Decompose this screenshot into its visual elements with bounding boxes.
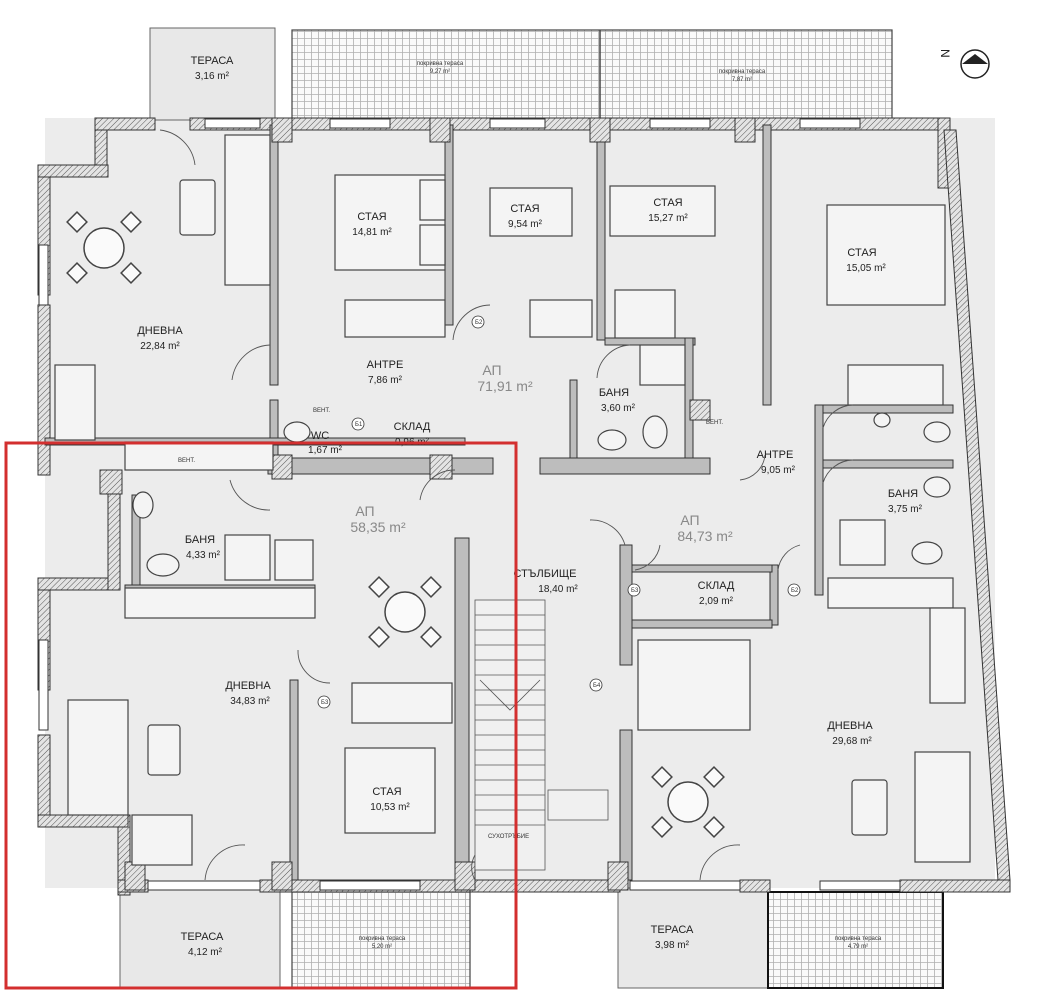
room-name-r-bath: БАНЯ	[888, 488, 918, 500]
ap-right-area: 84,73 m²	[677, 528, 733, 544]
ap-top-area: 71,91 m²	[477, 378, 533, 394]
pillars	[99, 117, 756, 891]
room-area-r-hall: 9,05 m²	[761, 465, 796, 476]
vent-note-3: ВЕНТ.	[706, 420, 723, 426]
room-area-l-room: 10,53 m²	[370, 802, 410, 813]
room-name-tl-living: ДНЕВНА	[137, 325, 183, 337]
planter-top2-name: покривна тераса	[719, 69, 766, 75]
room-name-l-bath: БАНЯ	[185, 534, 215, 546]
room-name-bl-terrace: ТЕРАСА	[181, 931, 224, 943]
room-name-top-wc: WC	[311, 430, 329, 442]
room-name-l-room: СТАЯ	[372, 786, 401, 798]
room-area-r-living: 29,68 m²	[832, 736, 872, 747]
door-tags	[317, 315, 801, 709]
room-name-tl-hall: АНТРЕ	[367, 359, 404, 371]
room-name-top-bath: БАНЯ	[599, 387, 629, 399]
room-area-l-living: 34,83 m²	[230, 696, 270, 707]
door-tag-5: Б2	[791, 588, 799, 594]
vent-note-1: ВЕНТ.	[178, 458, 195, 464]
room-area-r-storage: 2,09 m²	[699, 596, 734, 607]
planter-top1-area: 9,27 m²	[430, 69, 450, 75]
roof-terraces	[291, 29, 944, 989]
ap-left-name: АП	[355, 503, 374, 519]
room-name-r1: СТАЯ	[357, 211, 386, 223]
vent-note-2: ВЕНТ.	[313, 408, 330, 414]
room-name-top-storage: СКЛАД	[394, 421, 431, 433]
inner-walls	[44, 124, 954, 884]
room-area-r-bath: 3,75 m²	[888, 504, 923, 515]
planter-bot2-area: 4,79 m²	[848, 944, 868, 950]
planter-top2-area: 7,87 m²	[732, 77, 752, 83]
door-tag-1: Б1	[355, 422, 363, 428]
room-area-tl-hall: 7,86 m²	[368, 375, 403, 386]
planter-bot1-name: покривна тераса	[359, 936, 406, 942]
room-area-br-terrace: 3,98 m²	[655, 940, 690, 951]
room-area-tl-living: 22,84 m²	[140, 341, 180, 352]
ap-top-name: АП	[482, 362, 501, 378]
room-area-top-wc: 1,67 m²	[308, 445, 343, 456]
room-area-stairs: 18,40 m²	[538, 584, 578, 595]
room-name-l-living: ДНЕВНА	[225, 680, 271, 692]
door-tag-2: Б2	[475, 320, 483, 326]
room-name-stairs: СТЪЛБИЩЕ	[514, 568, 577, 580]
ap-left-area: 58,35 m²	[350, 519, 406, 535]
ap-right-name: АП	[680, 512, 699, 528]
windows	[38, 118, 901, 891]
notes: ВЕНТ. ВЕНТ. ВЕНТ. СУХОТРЪБИЕ	[178, 408, 723, 840]
room-area-r3: 15,27 m²	[648, 213, 688, 224]
room-name-r-storage: СКЛАД	[698, 580, 735, 592]
room-area-r4: 15,05 m²	[846, 263, 886, 274]
room-area-r2: 9,54 m²	[508, 219, 543, 230]
compass-north-icon: N	[938, 49, 952, 58]
door-tag-labels: Б1 Б2 Б3 Б4 Б2 Б3	[321, 320, 799, 706]
door-swings	[159, 129, 854, 881]
furniture	[54, 134, 971, 866]
room-name-r-living: ДНЕВНА	[827, 720, 873, 732]
door-tag-3: Б3	[631, 588, 639, 594]
room-area-tl-terrace: 3,16 m²	[195, 71, 230, 82]
highlight-frame	[4, 441, 518, 990]
room-area-l-bath: 4,33 m²	[186, 550, 221, 561]
door-tag-4: Б4	[593, 683, 601, 689]
planter-labels: покривна тераса 9,27 m² покривна тераса …	[359, 61, 882, 950]
room-name-tl-terrace: ТЕРАСА	[191, 55, 234, 67]
planter-top1-name: покривна тераса	[417, 61, 464, 67]
room-area-r1: 14,81 m²	[352, 227, 392, 238]
room-area-top-bath: 3,60 m²	[601, 403, 636, 414]
room-name-r3: СТАЯ	[653, 197, 682, 209]
garbage-chute-note: СУХОТРЪБИЕ	[488, 834, 529, 840]
planter-bot1-area: 5,20 m²	[372, 944, 392, 950]
room-name-br-terrace: ТЕРАСА	[651, 924, 694, 936]
planter-bot2-name: покривна тераса	[835, 936, 882, 942]
room-name-r2: СТАЯ	[510, 203, 539, 215]
door-tag-6: Б3	[321, 700, 329, 706]
room-name-r4: СТАЯ	[847, 247, 876, 259]
room-area-bl-terrace: 4,12 m²	[188, 947, 223, 958]
staircase	[474, 599, 609, 871]
room-name-r-hall: АНТРЕ	[757, 449, 794, 461]
compass-rose: N	[938, 49, 990, 79]
dining-tables	[66, 211, 725, 838]
